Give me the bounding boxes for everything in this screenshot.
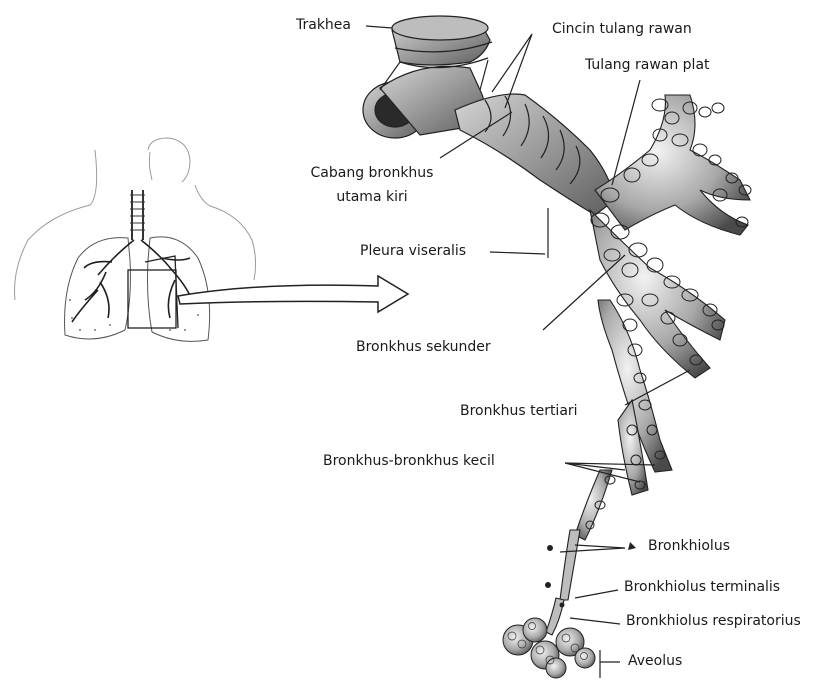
label-trachea: Trakhea (296, 16, 351, 34)
head-outline (148, 138, 190, 182)
label-left-main-bronchus-line1: Cabang bronkhus (292, 164, 452, 182)
label-respiratory-bronchiole: Bronkhiolus respiratorius (626, 612, 801, 630)
trachea-illustration (363, 16, 615, 215)
label-visceral-pleura: Pleura viseralis (360, 242, 466, 260)
label-alveolus: Aveolus (628, 652, 682, 670)
label-secondary-bronchus: Bronkhus sekunder (356, 338, 491, 356)
label-cartilage-plate: Tulang rawan plat (585, 56, 710, 74)
label-terminal-bronchiole: Bronkhiolus terminalis (624, 578, 780, 596)
label-cartilage-ring: Cincin tulang rawan (552, 20, 692, 38)
leader-respiratory-bronchiole (570, 618, 620, 624)
inset-trachea (132, 190, 143, 240)
label-small-bronchi: Bronkhus-bronkhus kecil (323, 452, 495, 470)
label-tertiary-bronchus: Bronkhus tertiari (460, 402, 578, 420)
bronchiole-arrowhead (628, 542, 636, 550)
pointer-arrow (178, 276, 408, 312)
leader-trachea (366, 26, 392, 28)
label-left-main-bronchus-line2: utama kiri (292, 188, 452, 206)
inset-bronchial-tree (72, 240, 192, 322)
right-shoulder-outline (195, 185, 256, 280)
leader-visceral-pleura (490, 208, 548, 258)
leader-terminal-bronchiole (575, 590, 618, 598)
torso-inset-figure (15, 138, 256, 341)
leader-alveolus (600, 650, 620, 678)
left-shoulder-outline (15, 150, 97, 300)
label-bronchiole: Bronkhiolus (648, 537, 730, 555)
